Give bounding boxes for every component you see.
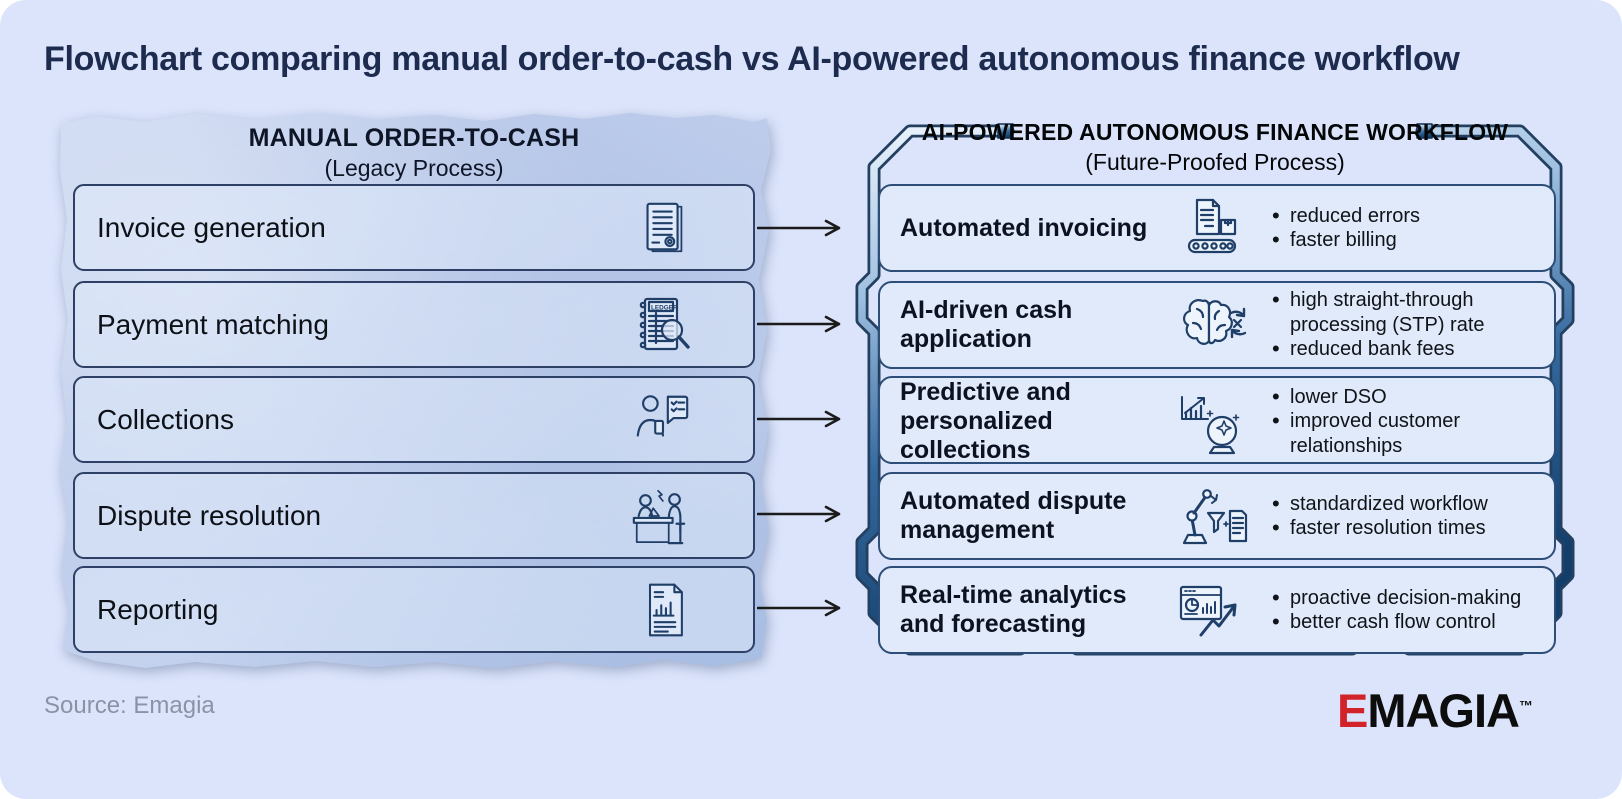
step-label: Predictive and personalized collections bbox=[900, 378, 1071, 464]
manual-step-payment-matching: Payment matching LEDGER bbox=[73, 281, 755, 368]
step-label: Real-time analytics and forecasting bbox=[900, 581, 1127, 638]
benefit-list: standardized workflow faster resolution … bbox=[1270, 491, 1544, 543]
robot-arm-funnel-icon bbox=[1152, 483, 1270, 549]
flow-arrow bbox=[757, 219, 841, 237]
benefit-list: proactive decision-making better cash fl… bbox=[1270, 585, 1544, 637]
benefit-item: proactive decision-making bbox=[1270, 585, 1544, 612]
report-document-icon bbox=[635, 579, 695, 641]
manual-step-reporting: Reporting bbox=[73, 566, 755, 653]
conveyor-invoice-icon bbox=[1152, 194, 1270, 262]
benefit-item: faster resolution times bbox=[1270, 515, 1544, 542]
dispute-meeting-icon bbox=[625, 485, 695, 547]
benefit-item: standardized workflow bbox=[1270, 491, 1544, 518]
manual-step-invoice-generation: Invoice generation bbox=[73, 184, 755, 271]
analytics-dashboard-arrow-icon bbox=[1152, 577, 1270, 643]
invoice-documents-icon bbox=[633, 197, 695, 259]
benefit-list: high straight-through processing (STP) r… bbox=[1270, 287, 1544, 363]
logo-first-letter: E bbox=[1336, 684, 1368, 737]
ai-step-automated-invoicing: Automated invoicing reduced errors faste… bbox=[878, 184, 1556, 272]
manual-panel-subtitle: (Legacy Process) bbox=[324, 155, 504, 181]
manual-panel-header: MANUAL ORDER-TO-CASH (Legacy Process) bbox=[55, 124, 773, 182]
ai-brain-sync-icon bbox=[1152, 293, 1270, 357]
step-label: Dispute resolution bbox=[97, 499, 322, 531]
benefit-item: reduced errors bbox=[1270, 203, 1544, 230]
benefit-item: reduced bank fees bbox=[1270, 336, 1544, 363]
svg-text:LEDGER: LEDGER bbox=[651, 304, 678, 311]
benefit-item: faster billing bbox=[1270, 227, 1544, 254]
flow-arrow bbox=[757, 505, 841, 523]
ledger-magnifier-icon: LEDGER bbox=[631, 293, 695, 357]
benefit-item: improved customer relationships bbox=[1270, 408, 1544, 458]
step-label: Payment matching bbox=[97, 308, 329, 340]
step-label: Reporting bbox=[97, 593, 219, 625]
emagia-logo: EMAGIA™ bbox=[1336, 683, 1533, 738]
benefit-list: lower DSO improved customer relationship… bbox=[1270, 384, 1544, 458]
benefit-list: reduced errors faster billing bbox=[1270, 203, 1544, 255]
flow-arrow bbox=[757, 599, 841, 617]
crystal-ball-forecast-icon bbox=[1152, 389, 1270, 455]
logo-rest: MAGIA bbox=[1367, 684, 1520, 737]
collector-call-icon bbox=[629, 389, 695, 451]
page-title: Flowchart comparing manual order-to-cash… bbox=[44, 40, 1460, 78]
ai-panel-header: AI-POWERED AUTONOMOUS FINANCE WORKFLOW (… bbox=[850, 119, 1580, 176]
step-label: Invoice generation bbox=[97, 211, 326, 243]
ai-step-realtime-analytics: Real-time analytics and forecasting proa… bbox=[878, 566, 1556, 654]
manual-step-collections: Collections bbox=[73, 376, 755, 463]
ai-panel-title: AI-POWERED AUTONOMOUS FINANCE WORKFLOW bbox=[921, 119, 1509, 145]
manual-panel-title: MANUAL ORDER-TO-CASH bbox=[248, 124, 580, 152]
step-label: AI-driven cash application bbox=[900, 296, 1073, 353]
trademark-symbol: ™ bbox=[1519, 697, 1533, 714]
step-label: Automated invoicing bbox=[900, 213, 1148, 242]
benefit-item: high straight-through processing (STP) r… bbox=[1270, 287, 1544, 337]
benefit-item: lower DSO bbox=[1270, 384, 1544, 411]
benefit-item: better cash flow control bbox=[1270, 609, 1544, 636]
ai-panel-subtitle: (Future-Proofed Process) bbox=[1085, 149, 1345, 175]
source-attribution: Source: Emagia bbox=[44, 692, 215, 719]
manual-step-dispute-resolution: Dispute resolution bbox=[73, 472, 755, 559]
flow-arrow bbox=[757, 315, 841, 333]
step-label: Automated dispute management bbox=[900, 487, 1127, 544]
step-label: Collections bbox=[97, 403, 234, 435]
ai-step-predictive-collections: Predictive and personalized collections … bbox=[878, 376, 1556, 464]
flow-arrow bbox=[757, 410, 841, 428]
manual-panel: MANUAL ORDER-TO-CASH (Legacy Process) In… bbox=[55, 110, 773, 672]
ai-step-cash-application: AI-driven cash application high straight… bbox=[878, 281, 1556, 369]
ai-step-dispute-management: Automated dispute management standardize… bbox=[878, 472, 1556, 560]
